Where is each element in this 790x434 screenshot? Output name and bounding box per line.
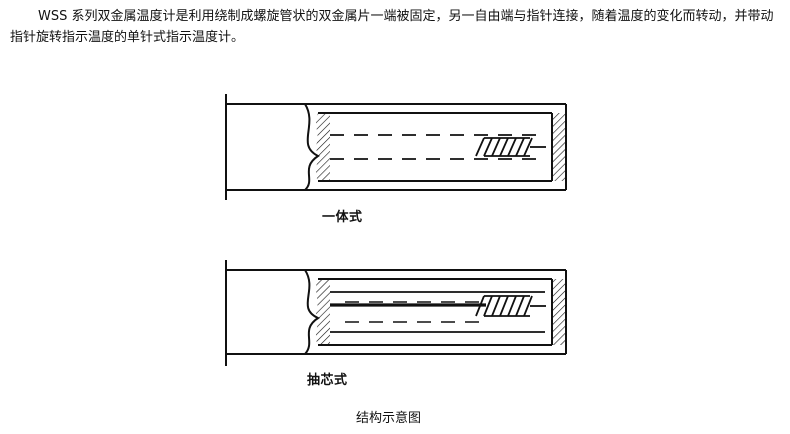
integral-type-label: 一体式 — [322, 210, 363, 225]
integral-thermometer-drawing — [225, 94, 567, 200]
integral-bimetal-coil — [475, 137, 546, 157]
intro-paragraph: WSS 系列双金属温度计是利用绕制成螺旋管状的双金属片一端被固定，另一自由端与指… — [10, 9, 774, 45]
removable-thermometer-drawing — [225, 260, 567, 366]
removable-bimetal-coil — [475, 295, 546, 317]
removable-type-label: 抽芯式 — [307, 373, 348, 388]
diagram-caption: 结构示意图 — [356, 411, 422, 426]
